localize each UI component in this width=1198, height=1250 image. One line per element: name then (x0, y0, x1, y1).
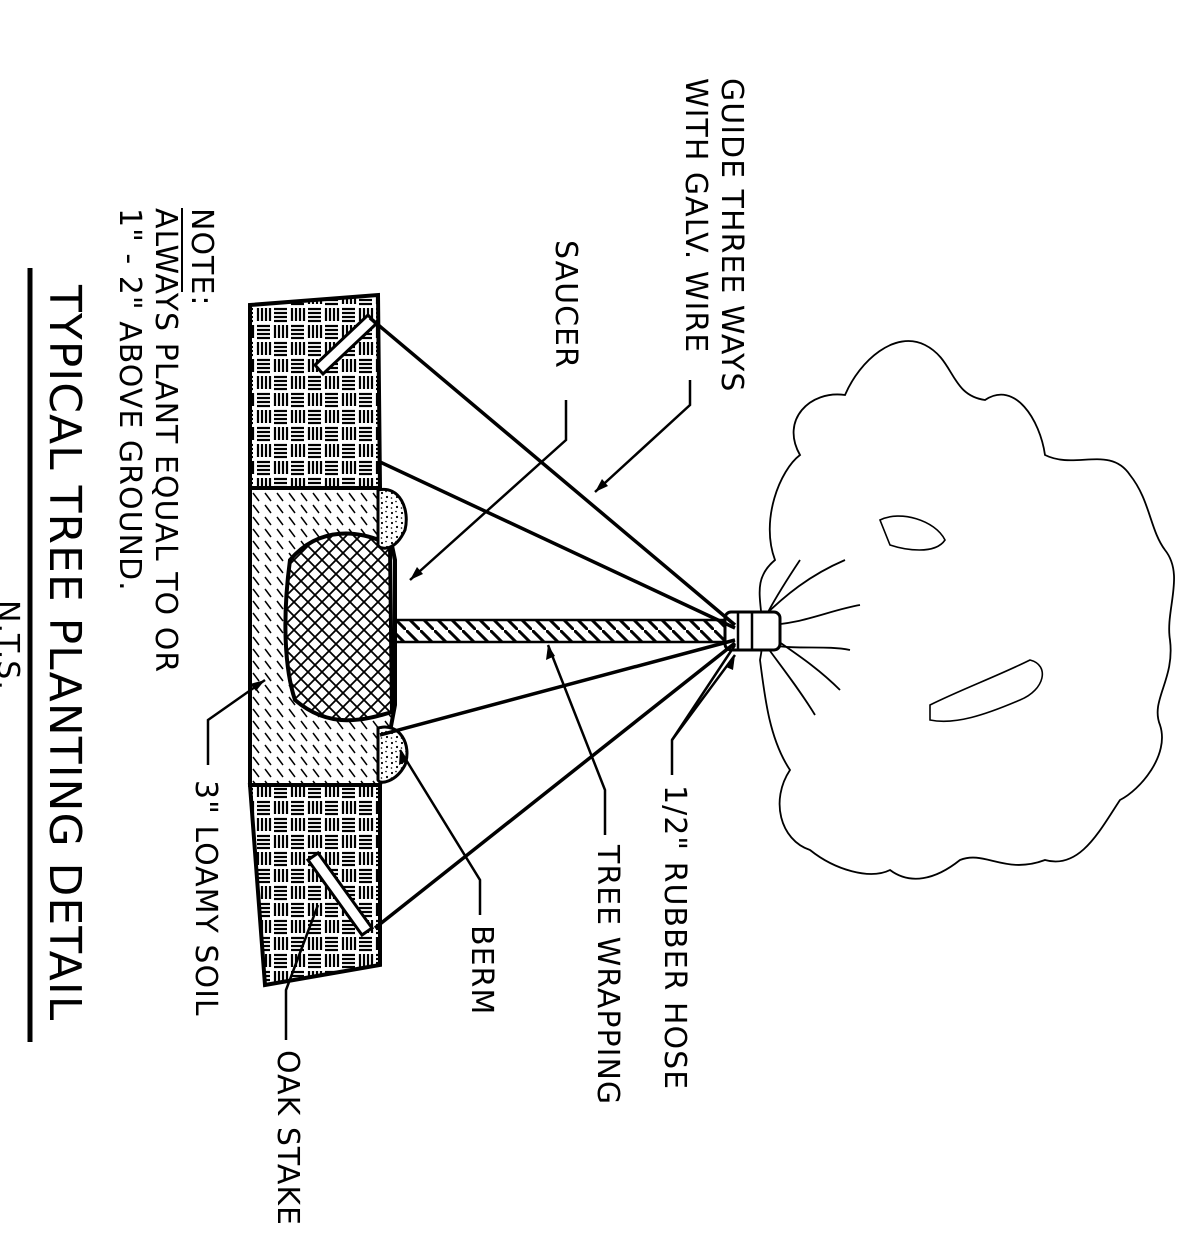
canopy-detail (929, 659, 1044, 723)
label-with-galv-wire: WITH GALV. WIRE (678, 78, 713, 353)
label-saucer: SAUCER (548, 240, 583, 369)
label-guide-three-ways: GUIDE THREE WAYS (714, 78, 749, 392)
note-line-2: 1" - 2" ABOVE GROUND. (112, 208, 147, 592)
existing-soil-right (247, 783, 382, 988)
leader-arrowheads (250, 479, 735, 765)
label-rubber-hose: 1/2" RUBBER HOSE (657, 785, 692, 1090)
guy-wires (368, 316, 737, 930)
scale-note: N.T.S. (0, 600, 25, 691)
label-oak-stake: OAK STAKE (270, 1050, 305, 1226)
label-berm: BERM (464, 925, 499, 1015)
label-loamy-soil: 3" LOAMY SOIL (188, 780, 223, 1017)
tree-trunk-wrapping (393, 618, 755, 644)
root-ball (283, 531, 395, 723)
leader-lines (206, 380, 737, 1040)
note-line-1: ALWAYS PLANT EQUAL TO OR (148, 208, 183, 673)
label-tree-wrapping: TREE WRAPPING (590, 844, 625, 1105)
note-heading: NOTE: (184, 208, 219, 306)
canopy-detail (878, 515, 946, 551)
oak-stake-right (305, 850, 375, 938)
drawing-title: TYPICAL TREE PLANTING DETAIL (39, 284, 90, 1021)
tree-canopy (758, 340, 1175, 880)
berm-left (376, 487, 408, 550)
